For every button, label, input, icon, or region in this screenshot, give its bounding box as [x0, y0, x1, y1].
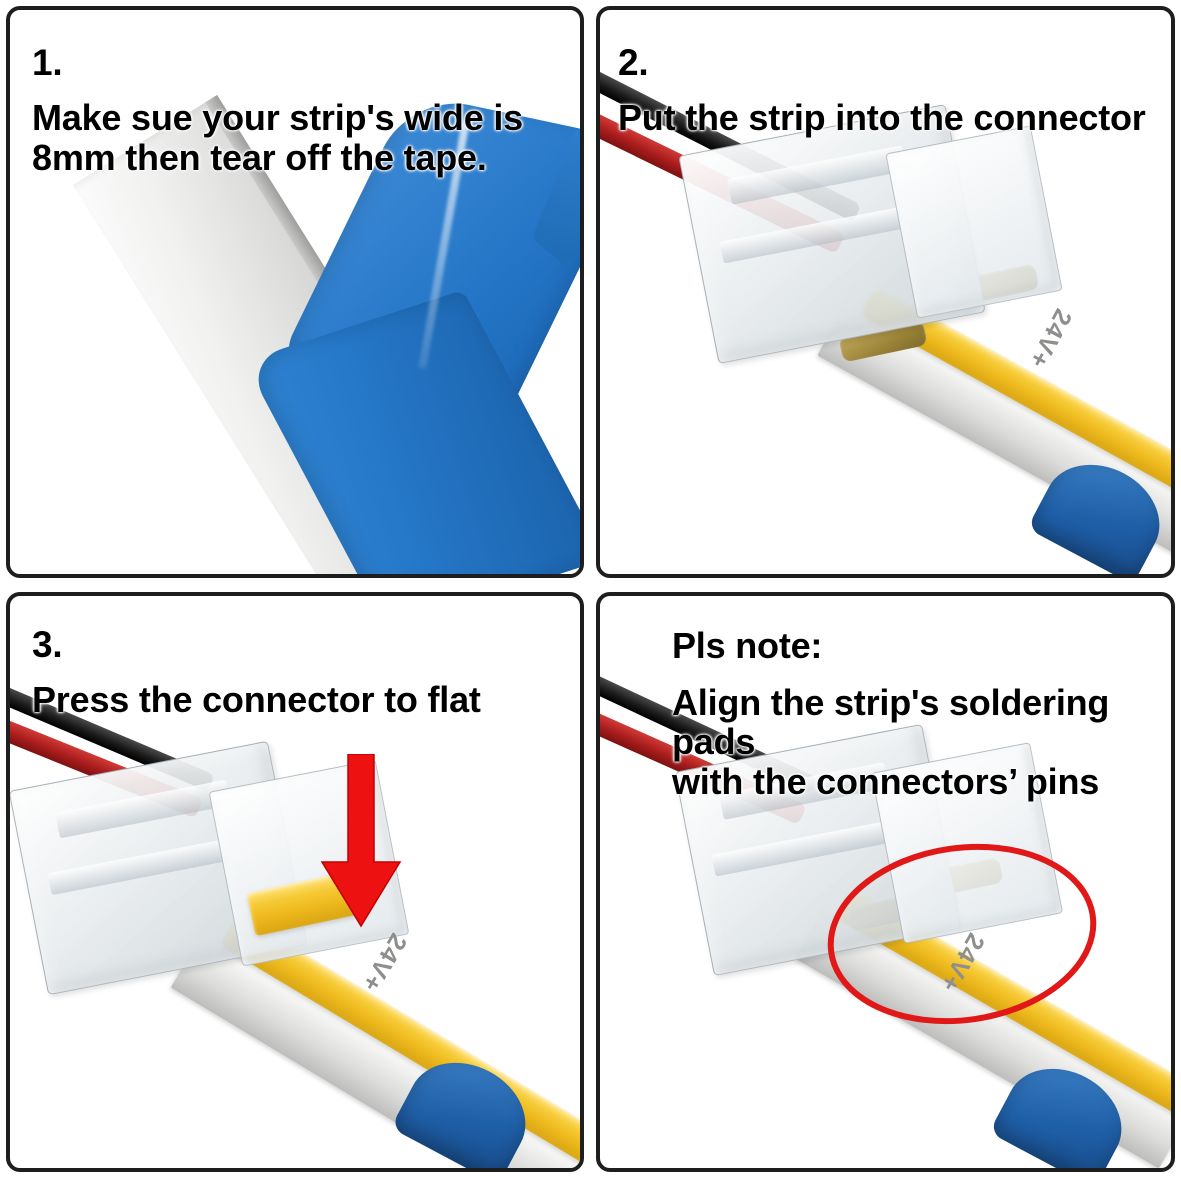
connector-lid [885, 125, 1063, 319]
caption-step-3: 3. Press the connector to flat [32, 610, 481, 736]
photo-note: 24V+ [600, 596, 1171, 1168]
step-number-3: 3. [32, 624, 63, 666]
note-title: Pls note: [672, 625, 823, 667]
photo-step-3: 24V+ [10, 596, 580, 1168]
press-down-arrow-icon [320, 754, 402, 928]
caption-text-2: Put the strip into the connector [618, 96, 1146, 138]
caption-note: Pls note: Align the strip's soldering pa… [672, 610, 1171, 818]
caption-text-1: Make sue your strip's wide is 8mm then t… [32, 96, 523, 178]
strip-voltage-label: 24V+ [1022, 304, 1078, 374]
alignment-highlight-ellipse-icon [827, 843, 1097, 1025]
panel-step-3: 24V+ 3. Press the connector to flat [6, 592, 584, 1172]
panel-step-1: 1. Make sue your strip's wide is 8mm the… [6, 6, 584, 578]
caption-step-1: 1. Make sue your strip's wide is 8mm the… [32, 28, 523, 194]
caption-text-3: Press the connector to flat [32, 678, 481, 720]
step-number-1: 1. [32, 42, 63, 84]
caption-text-note: Align the strip's soldering pads with th… [672, 681, 1110, 802]
step-number-2: 2. [618, 42, 649, 84]
panel-note: 24V+ Pls note: Align the strip's solderi… [596, 592, 1175, 1172]
caption-step-2: 2. Put the strip into the connector [618, 28, 1146, 154]
panel-step-2: 24V+ 2. Put the strip into the connector [596, 6, 1175, 578]
